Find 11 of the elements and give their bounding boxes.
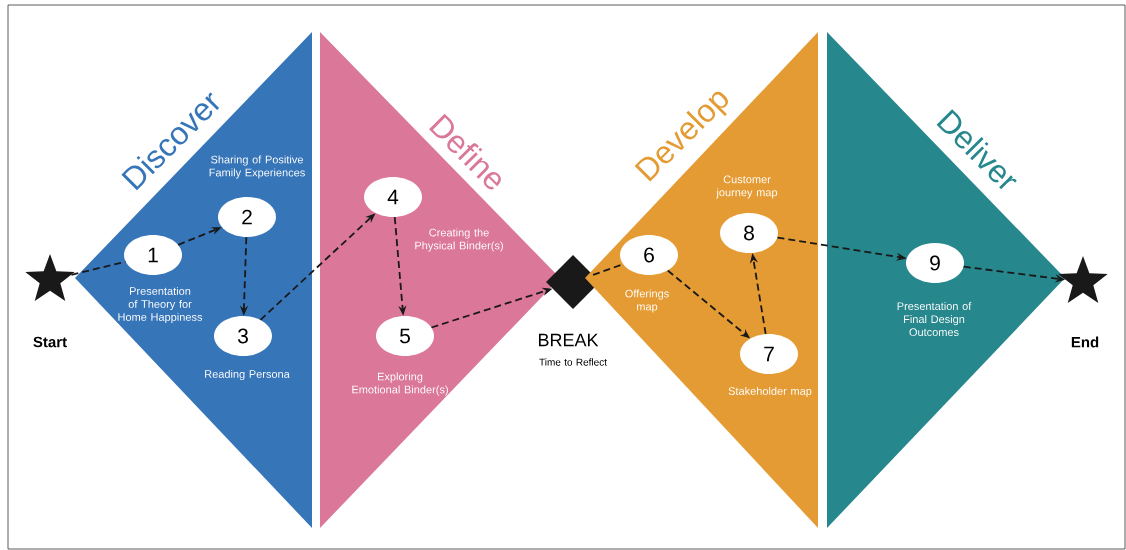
step-caption: Presentation of Theory for Home Happiness bbox=[118, 286, 203, 324]
step-caption: Presentation of Final Design Outcomes bbox=[897, 301, 972, 337]
step-caption: Creating the Physical Binder(s) bbox=[415, 228, 503, 252]
break-label: BREAK bbox=[538, 333, 599, 347]
break-label: Time to Reflect bbox=[539, 358, 607, 366]
step-caption: Reading Persona bbox=[205, 369, 290, 381]
step-caption: Exploring Emotional Binder(s) bbox=[352, 372, 448, 396]
step-caption: Offerings map bbox=[625, 289, 669, 313]
endpoint-label: End bbox=[1071, 336, 1099, 348]
step-caption: Stakeholder map bbox=[728, 386, 812, 398]
endpoint-label: Start bbox=[33, 336, 67, 348]
